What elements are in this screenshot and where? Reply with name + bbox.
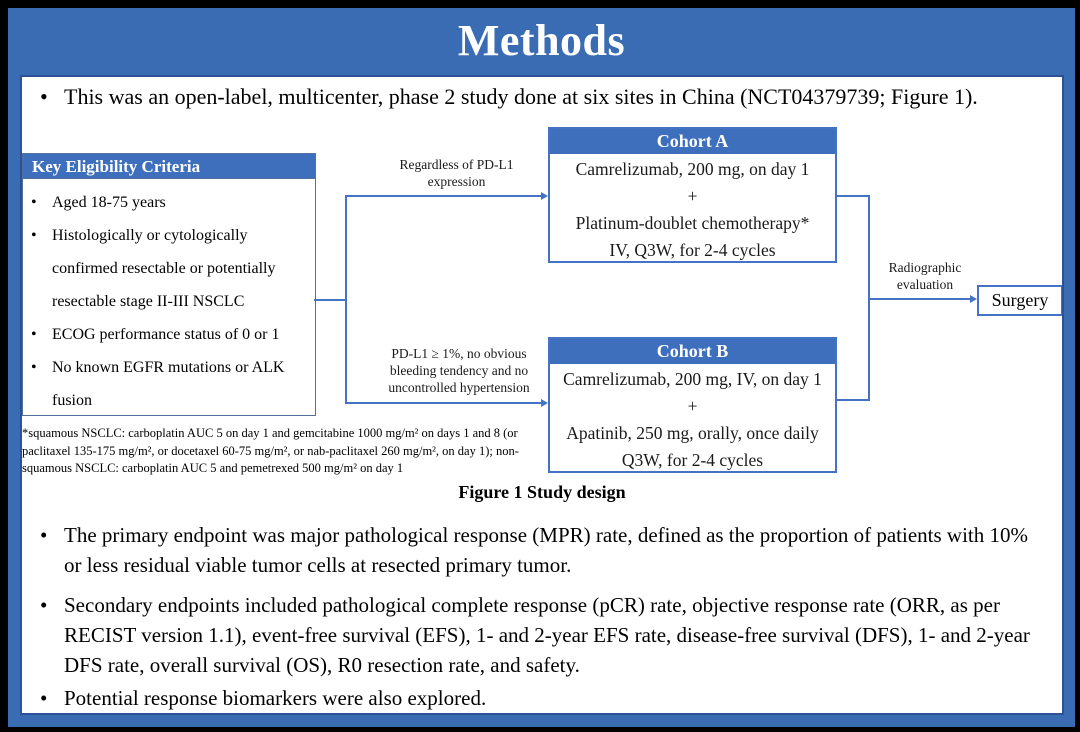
cohort-b-line: + — [687, 396, 698, 416]
bullet-marker: • — [31, 227, 37, 244]
biomarkers-text: Potential response biomarkers were also … — [64, 686, 487, 710]
branch-top-label: Regardless of PD-L1 expression — [399, 157, 514, 189]
eligibility-item-text: Histologically or cytologically confirme… — [52, 227, 276, 310]
eligibility-box: Key Eligibility Criteria • Aged 18-75 ye… — [22, 153, 316, 416]
connector-from-cohort-a — [837, 195, 868, 197]
cohort-b-body: Camrelizumab, 200 mg, IV, on day 1 + Apa… — [550, 364, 835, 474]
biomarkers-bullet: • Potential response biomarkers were als… — [36, 683, 1048, 713]
arrow-to-cohort-a — [345, 192, 548, 200]
eligibility-header: Key Eligibility Criteria — [23, 154, 315, 179]
surgery-box: Surgery — [977, 285, 1062, 316]
cohort-a-box: Cohort A Camrelizumab, 200 mg, on day 1 … — [548, 127, 837, 263]
cohort-b-line: Apatinib, 250 mg, orally, once daily — [566, 423, 819, 443]
bullet-marker: • — [40, 686, 48, 710]
cohort-a-line: IV, Q3W, for 2-4 cycles — [609, 240, 776, 260]
bullet-marker: • — [31, 194, 37, 211]
intro-bullet-text: This was an open-label, multicenter, pha… — [64, 84, 978, 109]
primary-endpoint-text: The primary endpoint was major pathologi… — [64, 523, 1029, 577]
connector-eligibility-out — [314, 299, 347, 301]
cohort-a-line: Platinum-doublet chemotherapy* — [575, 213, 810, 233]
eligibility-body: • Aged 18-75 years • Histologically or c… — [23, 179, 315, 417]
eligibility-item-text: ECOG performance status of 0 or 1 — [52, 326, 280, 343]
arrow-to-cohort-b — [345, 399, 548, 407]
cohort-a-line: Camrelizumab, 200 mg, on day 1 — [575, 159, 810, 179]
content-panel: • This was an open-label, multicenter, p… — [20, 75, 1064, 715]
secondary-endpoints-text: Secondary endpoints included pathologica… — [64, 593, 1030, 677]
eligibility-item-text: Aged 18-75 years — [52, 194, 166, 211]
cohort-b-line: Camrelizumab, 200 mg, IV, on day 1 — [563, 369, 822, 389]
cohort-b-header: Cohort B — [550, 339, 835, 364]
secondary-endpoints-bullet: • Secondary endpoints included pathologi… — [36, 590, 1048, 680]
connector-from-cohort-b — [837, 399, 868, 401]
figure-caption: Figure 1 Study design — [458, 482, 626, 502]
eligibility-item: • Aged 18-75 years — [31, 186, 313, 219]
bullet-marker: • — [40, 84, 48, 109]
arrow-to-surgery — [868, 295, 977, 303]
bullet-marker: • — [31, 359, 37, 376]
intro-bullet: • This was an open-label, multicenter, p… — [36, 83, 1050, 111]
eligibility-item: • No known EGFR mutations or ALK fusion — [31, 351, 313, 417]
branch-bottom-label: PD-L1 ≥ 1%, no obvious bleeding tendency… — [388, 346, 530, 395]
radiographic-evaluation-label: Radiographic evaluation — [888, 260, 962, 292]
primary-endpoint-bullet: • The primary endpoint was major patholo… — [36, 520, 1048, 580]
cohort-a-header: Cohort A — [550, 129, 835, 154]
slide-title: Methods — [457, 16, 626, 65]
eligibility-item-text: No known EGFR mutations or ALK fusion — [52, 359, 285, 409]
eligibility-item: • ECOG performance status of 0 or 1 — [31, 318, 313, 351]
cohort-a-body: Camrelizumab, 200 mg, on day 1 + Platinu… — [550, 154, 835, 264]
eligibility-item: • Histologically or cytologically confir… — [31, 219, 313, 318]
figure-footnote: *squamous NSCLC: carboplatin AUC 5 on da… — [22, 426, 519, 475]
connector-split-vertical — [345, 195, 347, 404]
cohort-b-box: Cohort B Camrelizumab, 200 mg, IV, on da… — [548, 337, 837, 473]
cohort-a-line: + — [687, 186, 698, 206]
bullet-marker: • — [40, 593, 48, 617]
bullet-marker: • — [31, 326, 37, 343]
bullet-marker: • — [40, 523, 48, 547]
cohort-b-line: Q3W, for 2-4 cycles — [621, 450, 764, 470]
